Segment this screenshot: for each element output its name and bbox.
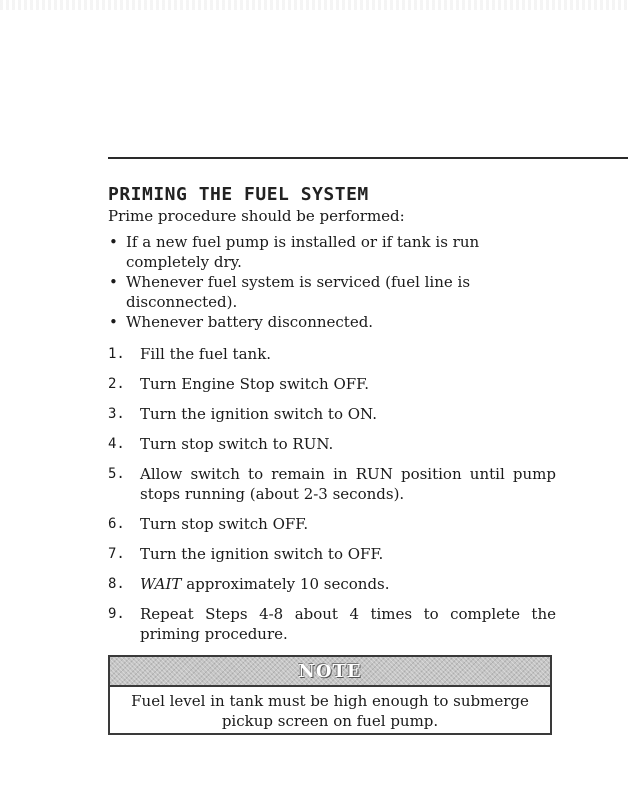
step-text: WAIT approximately 10 seconds.: [140, 574, 556, 594]
note-box: NOTE Fuel level in tank must be high eno…: [108, 655, 552, 735]
step-text: Turn the ignition switch to OFF.: [140, 545, 384, 563]
note-text: Fuel level in tank must be high enough t…: [131, 692, 529, 730]
step-text: Turn the ignition switch to ON.: [140, 405, 377, 423]
step-item: 3. Turn the ignition switch to ON.: [108, 404, 556, 424]
condition-list: If a new fuel pump is installed or if ta…: [108, 232, 556, 332]
list-item: Whenever fuel system is serviced (fuel l…: [108, 272, 556, 312]
step-text: Repeat Steps 4-8 about 4 times to comple…: [140, 605, 556, 643]
step-text: Turn Engine Stop switch OFF.: [140, 375, 370, 393]
step-emphasis: WAIT: [140, 575, 182, 593]
step-item: 1. Fill the fuel tank.: [108, 344, 556, 364]
step-number: 8.: [108, 576, 125, 592]
step-text: Turn stop switch OFF.: [140, 515, 309, 533]
list-item: Whenever battery disconnected.: [108, 312, 556, 332]
section-heading: PRIMING THE FUEL SYSTEM: [108, 184, 369, 205]
priming-section: PRIMING THE FUEL SYSTEM Prime procedure …: [108, 184, 556, 654]
step-list: 1. Fill the fuel tank. 2. Turn Engine Stop…: [108, 344, 556, 644]
scan-edge: [0, 0, 628, 10]
step-number: 1.: [108, 346, 125, 362]
step-number: 5.: [108, 466, 125, 482]
step-item: 2. Turn Engine Stop switch OFF.: [108, 374, 556, 394]
step-text: Turn stop switch to RUN.: [140, 435, 334, 453]
step-number: 2.: [108, 376, 125, 392]
step-item: 4. Turn stop switch to RUN.: [108, 434, 556, 454]
step-item: 7. Turn the ignition switch to OFF.: [108, 544, 556, 564]
step-number: 9.: [108, 606, 125, 622]
step-text-rest: approximately 10 seconds.: [181, 575, 390, 593]
section-intro: Prime procedure should be performed:: [108, 207, 405, 225]
step-number: 7.: [108, 546, 125, 562]
step-number: 4.: [108, 436, 125, 452]
step-number: 3.: [108, 406, 125, 422]
step-item: 5. Allow switch to remain in RUN position…: [108, 464, 556, 504]
section-divider: [108, 157, 628, 159]
note-title: NOTE: [298, 660, 362, 682]
step-text: Fill the fuel tank.: [140, 345, 272, 363]
step-item: 6. Turn stop switch OFF.: [108, 514, 556, 534]
list-item: If a new fuel pump is installed or if ta…: [108, 232, 556, 272]
step-number: 6.: [108, 516, 125, 532]
step-text: Allow switch to remain in RUN position u…: [140, 465, 556, 503]
note-header: NOTE: [110, 657, 550, 687]
step-item: 9. Repeat Steps 4-8 about 4 times to comp…: [108, 604, 556, 644]
step-item: 8. WAIT approximately 10 seconds.: [108, 574, 556, 594]
